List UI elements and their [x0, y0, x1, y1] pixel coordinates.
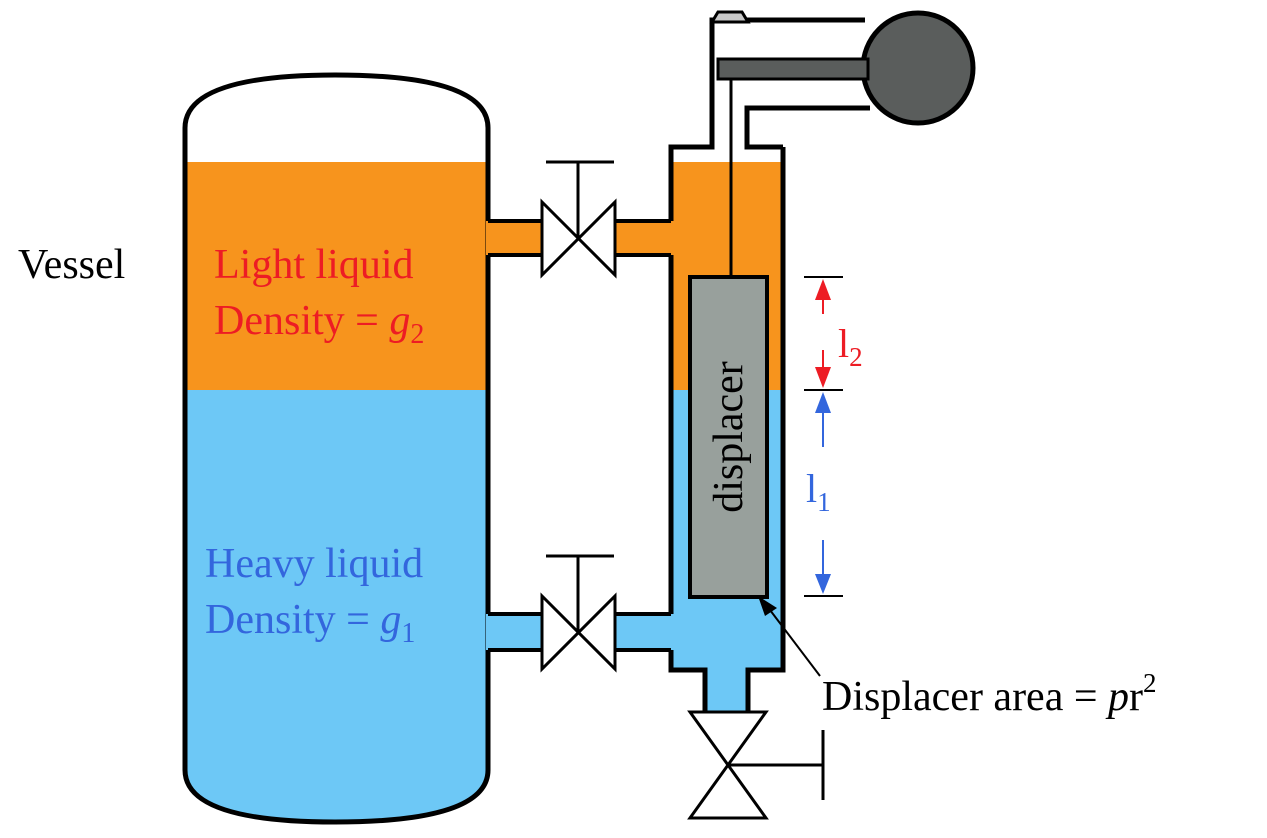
heavy-liquid-label: Heavy liquid	[205, 541, 423, 587]
heavy-density-subscript: 1	[401, 618, 415, 649]
light-liquid-density: Density = g2	[214, 298, 424, 350]
gauge-dial	[860, 10, 976, 126]
heavy-liquid-density: Density = g1	[205, 597, 415, 649]
vessel-light-liquid	[185, 162, 488, 390]
light-density-prefix: Density =	[214, 298, 389, 344]
gauge-cap	[709, 10, 751, 24]
lower-valve	[540, 554, 617, 673]
upper-pipe	[486, 219, 673, 257]
l2-subscript: 2	[849, 342, 863, 372]
dimension-l2: l2	[804, 276, 863, 391]
light-density-subscript: 2	[410, 319, 424, 350]
area-pi-symbol: p	[1105, 674, 1129, 720]
l1-arrow-down	[815, 574, 831, 594]
light-density-symbol: g	[389, 298, 410, 344]
drain-valve	[687, 710, 825, 820]
vessel	[182, 72, 491, 825]
l1-symbol: l	[806, 466, 817, 511]
vessel-label: Vessel	[18, 242, 125, 288]
displacer-label: displacer	[706, 361, 752, 513]
upper-valve	[540, 160, 617, 279]
gauge-head	[709, 10, 976, 277]
svg-text:Displacer area = pr2: Displacer area = pr2	[822, 668, 1157, 720]
displacer-area-callout: Displacer area = pr2	[758, 596, 1157, 720]
area-r: r	[1129, 674, 1143, 720]
vessel-heavy-liquid	[185, 390, 488, 822]
l2-arrow-up	[815, 279, 831, 300]
dimension-l1: l1	[804, 392, 843, 597]
l1-arrow-up	[815, 392, 831, 413]
callout-arrowhead	[758, 596, 777, 616]
l1-subscript: 1	[817, 487, 831, 517]
svg-text:l2: l2	[838, 321, 863, 372]
svg-text:l1: l1	[806, 466, 831, 517]
lower-pipe	[486, 612, 673, 652]
heavy-density-symbol: g	[380, 597, 401, 643]
area-prefix: Displacer area =	[822, 674, 1108, 720]
light-liquid-label: Light liquid	[214, 242, 414, 288]
l2-symbol: l	[838, 321, 849, 366]
displacer: displacer	[688, 275, 769, 599]
area-exponent: 2	[1143, 668, 1157, 698]
heavy-density-prefix: Density =	[205, 597, 380, 643]
displacer-body	[688, 275, 769, 599]
vessel-outline	[182, 72, 491, 825]
l2-arrow-down	[815, 367, 831, 388]
torque-arm	[716, 57, 870, 81]
